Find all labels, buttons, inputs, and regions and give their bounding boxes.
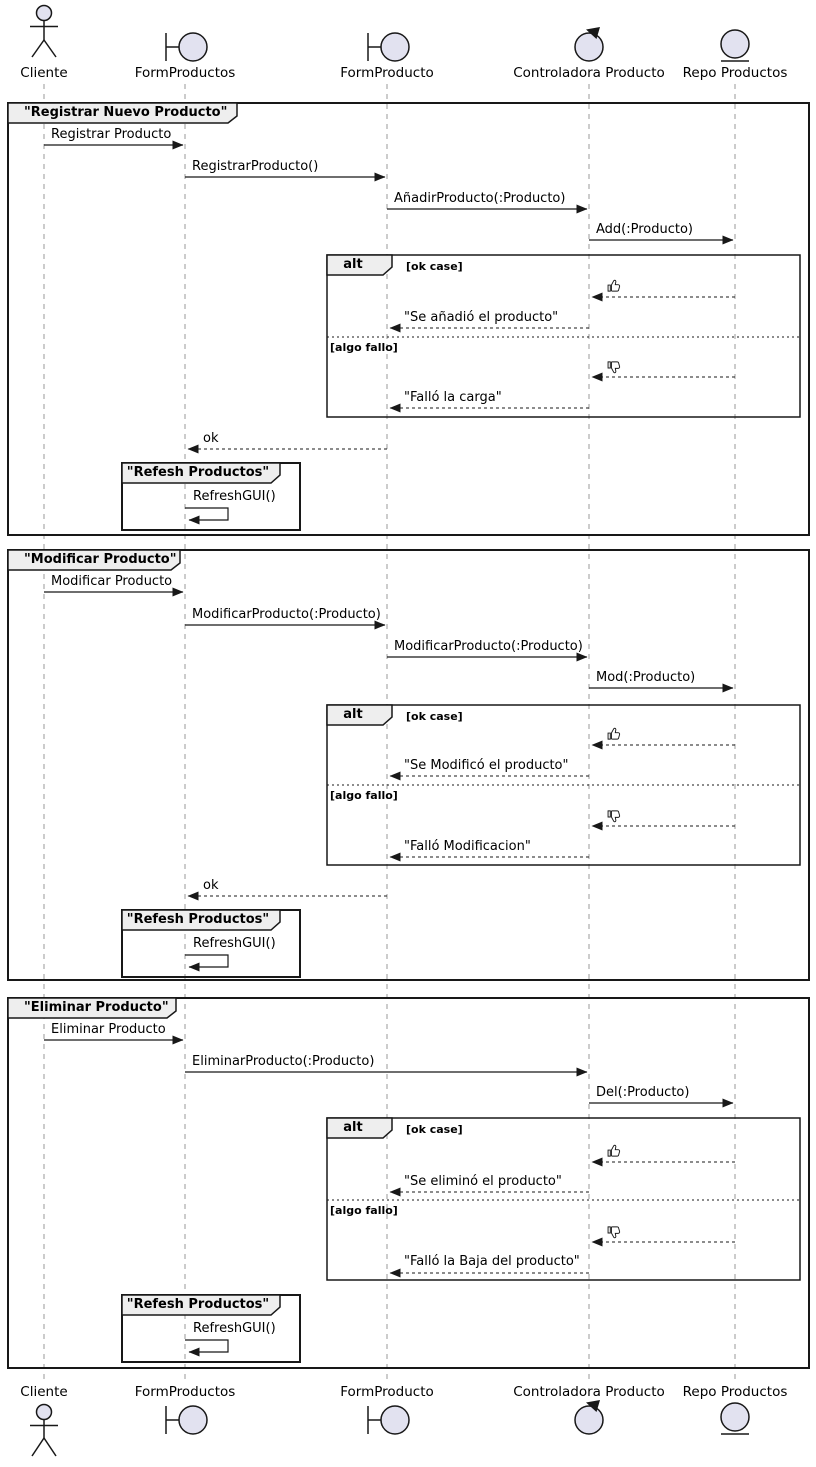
message-label: Mod(:Producto) xyxy=(596,670,696,685)
return-label: ok xyxy=(203,431,219,446)
thumbs-up-icon xyxy=(607,727,621,740)
participant-label-formproductos: FormProductos xyxy=(134,65,236,81)
refresh-frame-title: "Refesh Productos" xyxy=(126,465,270,480)
reply-label: "Se Modificó el producto" xyxy=(404,758,569,773)
alt-guard-ok: [ok case] xyxy=(406,710,463,723)
control-icon xyxy=(574,27,604,62)
message-label: Add(:Producto) xyxy=(596,222,694,237)
message-label: ModificarProducto(:Producto) xyxy=(394,639,583,654)
message-label: Registrar Producto xyxy=(51,127,172,142)
reply-label: "Se eliminó el producto" xyxy=(404,1174,562,1189)
participant-label-controladora: Controladora Producto xyxy=(513,1384,665,1400)
participant-label-formproducto: FormProducto xyxy=(340,65,434,81)
alt-guard-ok: [ok case] xyxy=(406,260,463,273)
message-label: Eliminar Producto xyxy=(51,1022,166,1037)
frame-title: "Modificar Producto" xyxy=(24,552,177,567)
participant-label-formproductos: FormProductos xyxy=(134,1384,236,1400)
thumbs-down-icon xyxy=(607,810,621,823)
message-label: ModificarProducto(:Producto) xyxy=(192,607,381,622)
alt-dividers xyxy=(327,336,800,1201)
entity-icon xyxy=(720,29,750,62)
alt-guard-fail: [algo fallo] xyxy=(330,1204,398,1217)
self-message-label: RefreshGUI() xyxy=(193,936,276,951)
self-message-arrows xyxy=(185,507,229,1357)
return-label: ok xyxy=(203,878,219,893)
refresh-frame-tabs xyxy=(121,462,281,1316)
participant-icons-bottom xyxy=(30,1400,750,1457)
group-frames xyxy=(7,102,810,1369)
alt-keyword: alt xyxy=(343,257,363,272)
thumbs-up-icon xyxy=(607,279,621,292)
message-arrows xyxy=(44,140,734,1108)
thumbs-down-icon xyxy=(607,361,621,374)
actor-icon xyxy=(30,4,58,58)
message-label: AñadirProducto(:Producto) xyxy=(394,191,566,206)
group-frame-tabs xyxy=(7,102,238,1019)
participant-label-formproducto: FormProducto xyxy=(340,1384,434,1400)
boundary-icon xyxy=(367,1405,410,1435)
participant-label-cliente: Cliente xyxy=(20,1384,68,1400)
alt-keyword: alt xyxy=(343,707,363,722)
thumbs-up-icon xyxy=(607,1144,621,1157)
alt-frame-tabs xyxy=(326,254,393,1139)
refresh-frame-title: "Refesh Productos" xyxy=(126,1297,270,1312)
thumbs-down-icon xyxy=(607,1226,621,1239)
reply-label: "Se añadió el producto" xyxy=(404,310,559,325)
participant-label-controladora: Controladora Producto xyxy=(513,65,665,81)
self-message-label: RefreshGUI() xyxy=(193,1321,276,1336)
lifelines xyxy=(43,84,736,1384)
message-label: EliminarProducto(:Producto) xyxy=(192,1054,375,1069)
entity-icon xyxy=(720,1402,750,1435)
reply-label: "Falló la Baja del producto" xyxy=(404,1254,580,1269)
participant-label-cliente: Cliente xyxy=(20,65,68,81)
frame-title: "Eliminar Producto" xyxy=(24,1000,169,1015)
participant-label-repo: Repo Productos xyxy=(682,65,788,81)
frame-title: "Registrar Nuevo Producto" xyxy=(24,105,228,120)
actor-icon xyxy=(30,1403,58,1457)
alt-guard-fail: [algo fallo] xyxy=(330,341,398,354)
alt-guard-fail: [algo fallo] xyxy=(330,789,398,802)
refresh-frame-title: "Refesh Productos" xyxy=(126,912,270,927)
self-message-label: RefreshGUI() xyxy=(193,489,276,504)
control-icon xyxy=(574,1400,604,1435)
participant-label-repo: Repo Productos xyxy=(682,1384,788,1400)
alt-guard-ok: [ok case] xyxy=(406,1123,463,1136)
message-label: RegistrarProducto() xyxy=(192,159,319,174)
alt-keyword: alt xyxy=(343,1120,363,1135)
boundary-icon xyxy=(367,32,410,62)
boundary-icon xyxy=(165,32,208,62)
message-label: Modificar Producto xyxy=(51,574,173,589)
message-label: Del(:Producto) xyxy=(596,1085,690,1100)
reply-label: "Falló Modificacion" xyxy=(404,839,531,854)
boundary-icon xyxy=(165,1405,208,1435)
reply-label: "Falló la carga" xyxy=(404,390,502,405)
participant-icons-top xyxy=(30,4,750,62)
